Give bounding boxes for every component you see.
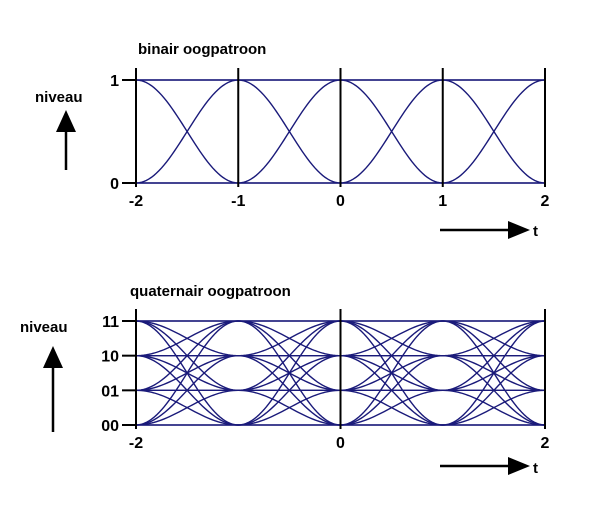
binary-x-axis-label: t (533, 223, 538, 240)
binary-x-tick-label-0: -2 (129, 193, 143, 210)
quaternary-x-arrow-icon (440, 457, 530, 475)
quaternary-eye-panel: quaternair oogpatroon niveau 00 01 10 11 -2… (20, 283, 550, 477)
binary-x-tick-labels: -2 -1 0 1 2 (129, 193, 550, 210)
quaternary-eye-trace (238, 320, 341, 392)
quaternary-eye-trace (340, 354, 443, 426)
quaternary-x-axis-label: t (533, 460, 538, 477)
quaternary-level-label-1: 01 (101, 383, 119, 400)
binary-eye-trace (340, 79, 443, 184)
binary-y-axis-label: niveau (35, 89, 83, 106)
quaternary-eye-trace (135, 389, 239, 426)
quaternary-eye-trace (340, 320, 443, 426)
binary-level-labels: 01 (110, 73, 119, 193)
binary-time-gridlines (122, 68, 546, 187)
quaternary-eye-trace (442, 320, 546, 357)
binary-eye-trace (135, 79, 239, 184)
quaternary-eye-trace (238, 320, 341, 357)
quaternary-level-label-2: 10 (101, 349, 119, 366)
quaternary-eye-traces (135, 320, 546, 426)
quaternary-eye-trace (340, 320, 443, 392)
binary-y-arrow-icon (56, 110, 76, 170)
quaternary-y-axis-label: niveau (20, 319, 68, 336)
binary-x-tick-label-4: 2 (541, 193, 550, 210)
quaternary-level-labels: 00 01 10 11 (101, 314, 119, 435)
quaternary-time-gridlines (122, 309, 546, 429)
binary-x-arrow-icon (440, 221, 530, 239)
quaternary-x-tick-label-2: 2 (541, 435, 550, 452)
binary-title: binair oogpatroon (138, 41, 266, 58)
binary-eye-trace (442, 79, 546, 184)
quaternary-eye-trace (238, 354, 341, 426)
quaternary-x-tick-labels: -2 0 2 (129, 435, 550, 452)
quaternary-eye-trace (135, 354, 239, 426)
quaternary-y-arrow-icon (43, 346, 63, 432)
quaternary-eye-trace (442, 389, 546, 426)
quaternary-eye-trace (442, 320, 546, 426)
quaternary-x-tick-label-1: 0 (336, 435, 345, 452)
quaternary-eye-trace (340, 320, 443, 357)
quaternary-level-label-0: 00 (101, 418, 119, 435)
binary-eye-trace (238, 79, 341, 184)
quaternary-x-tick-label-0: -2 (129, 435, 143, 452)
quaternary-eye-trace (238, 320, 341, 426)
quaternary-eye-trace (340, 389, 443, 426)
quaternary-title: quaternair oogpatroon (130, 283, 291, 300)
quaternary-eye-trace (442, 320, 546, 392)
binary-eye-traces (135, 79, 546, 184)
quaternary-eye-trace (135, 320, 239, 392)
binary-level-label-0: 0 (110, 176, 119, 193)
quaternary-eye-trace (135, 320, 239, 426)
binary-level-label-1: 1 (110, 73, 119, 90)
quaternary-eye-trace (135, 320, 239, 357)
binary-x-tick-label-1: -1 (231, 193, 245, 210)
quaternary-eye-trace (238, 389, 341, 426)
quaternary-eye-trace (442, 354, 546, 426)
quaternary-level-label-3: 11 (102, 314, 119, 331)
binary-x-tick-label-2: 0 (336, 193, 345, 210)
binary-x-tick-label-3: 1 (438, 193, 447, 210)
